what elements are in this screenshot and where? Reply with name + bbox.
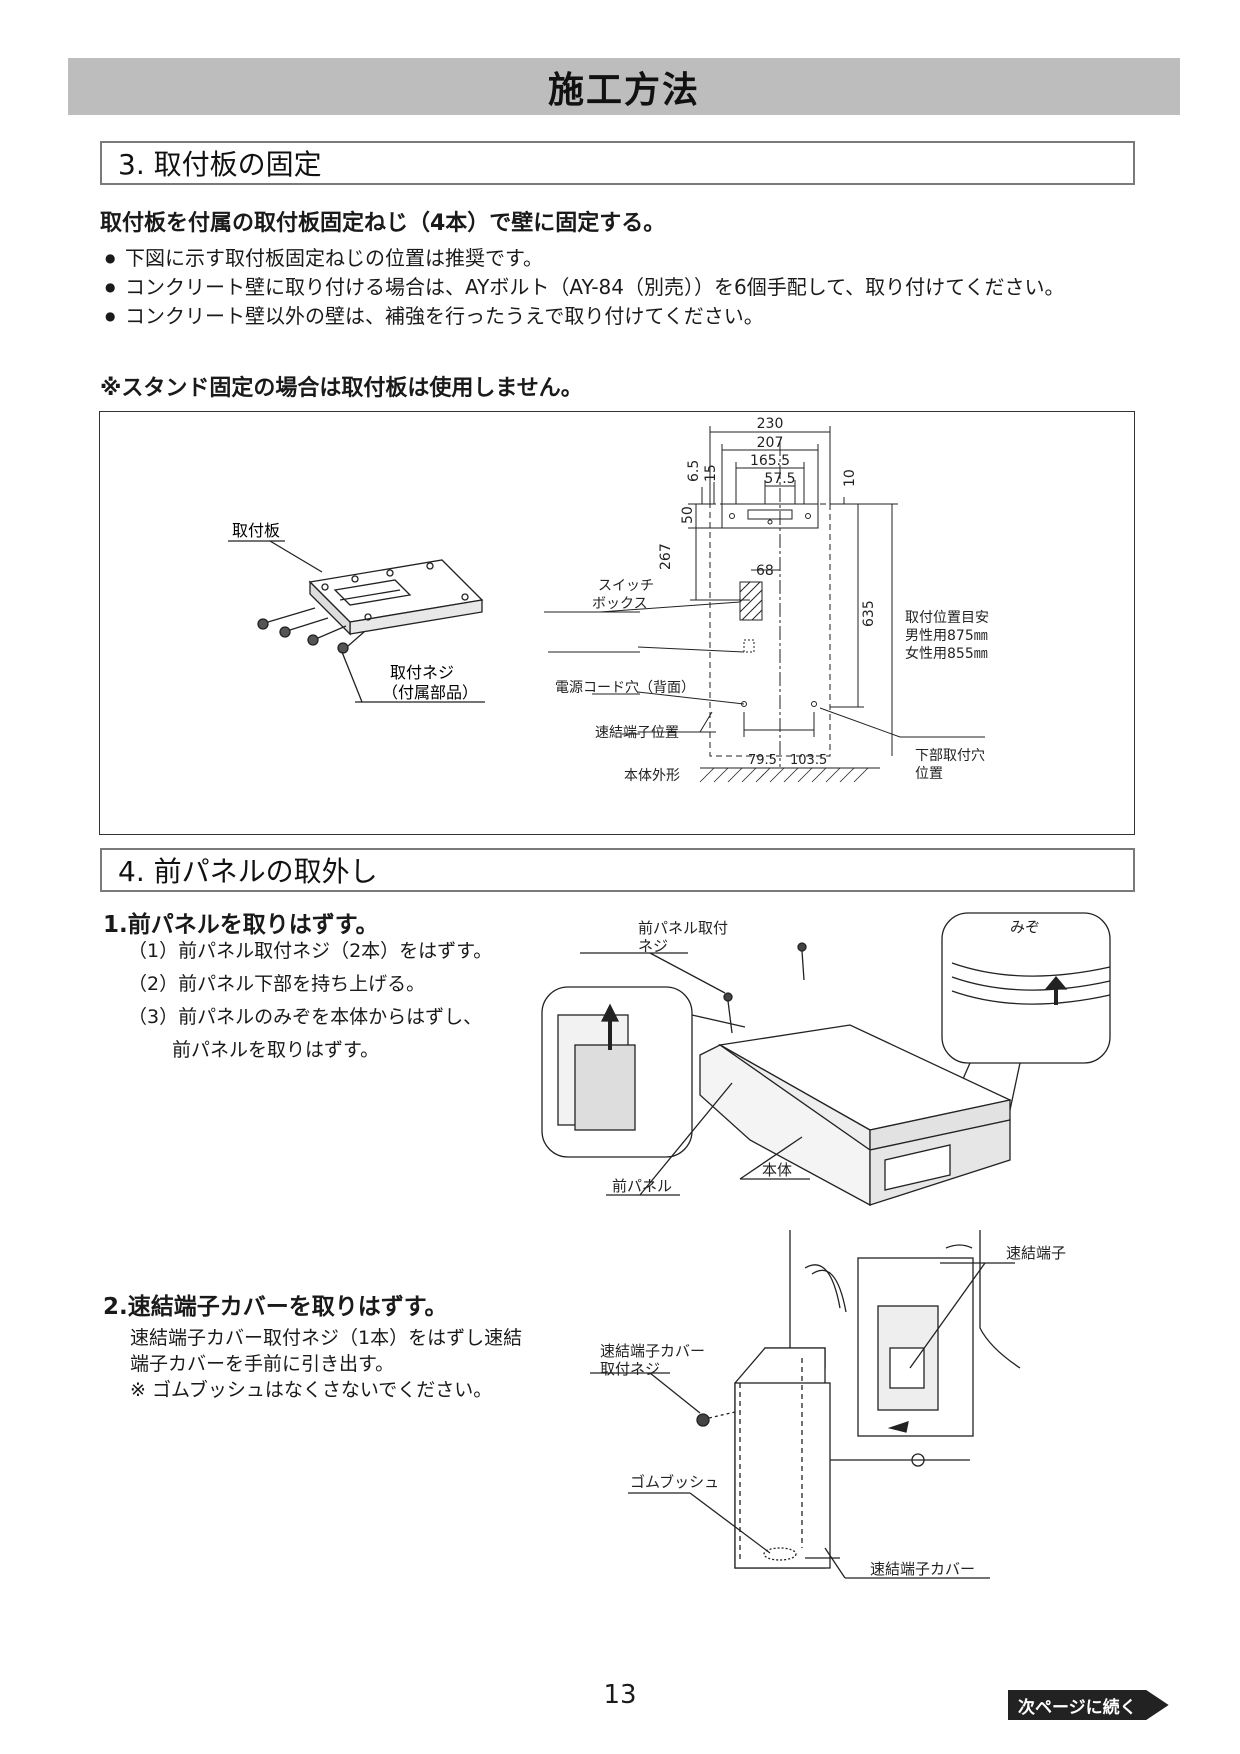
screw-label-sub: （付属部品）	[382, 683, 478, 702]
dim-267: 267	[658, 543, 674, 570]
terminal-cover-figure: 速結端子 速結端子カバー 取付ネジ ゴムブッシュ 速結端子カバー	[590, 1230, 1066, 1579]
dim-79-5: 79.5	[748, 753, 777, 768]
continue-next-page: 次ページに続く	[1008, 1690, 1169, 1720]
panel-screw-label: 前パネル取付	[638, 919, 728, 937]
step-item: （1）前パネル取付ネジ（2本）をはずす。	[128, 940, 493, 962]
lower-hole-label: 下部取付穴	[915, 748, 985, 764]
terminal-pos-label: 速結端子位置	[595, 725, 679, 741]
section-4-heading: 4. 前パネルの取外し	[100, 848, 1135, 892]
height-guide-label: 取付位置目安	[905, 610, 989, 626]
dim-103-5: 103.5	[790, 753, 827, 768]
desc-line: 端子カバーを手前に引き出す。	[130, 1353, 395, 1375]
bullet-item: コンクリート壁以外の壁は、補強を行ったうえで取り付けてください。	[103, 302, 1143, 331]
front-panel-removal-figure: 前パネル取付 ネジ みぞ 前パネル 本体	[541, 912, 1111, 1207]
dim-15: 15	[703, 464, 719, 482]
step-item: （2）前パネル下部を持ち上げる。	[128, 973, 426, 995]
step-2-title: 2.速結端子カバーを取りはずす。	[103, 1294, 448, 1320]
dim-230: 230	[757, 416, 784, 432]
switch-label: スイッチ	[598, 578, 654, 594]
lower-hole-label-2: 位置	[915, 766, 943, 782]
dim-165: 165.5	[750, 453, 790, 469]
cover-screw-label: 速結端子カバー	[600, 1342, 705, 1360]
dim-6-5: 6.5	[686, 460, 702, 482]
panel-screw-label-2: ネジ	[638, 937, 668, 955]
dim-207: 207	[757, 435, 784, 451]
page-header: 施工方法	[68, 58, 1180, 115]
desc-line: 速結端子カバー取付ネジ（1本）をはずし速結	[130, 1327, 523, 1349]
groove-label: みぞ	[1010, 918, 1040, 936]
terminal-cover-label: 速結端子カバー	[870, 1560, 975, 1578]
page-title: 施工方法	[547, 69, 700, 111]
step-1-title: 1.前パネルを取りはずす。	[103, 912, 379, 938]
cord-hole-label: 電源コード穴（背面）	[555, 680, 695, 696]
body-label: 本体	[762, 1161, 792, 1179]
front-panel-label: 前パネル	[612, 1177, 672, 1195]
step-2-description: 速結端子カバー取付ネジ（1本）をはずし速結 端子カバーを手前に引き出す。 ※ ゴ…	[130, 1325, 522, 1403]
mounting-plate-diagram: 取付板 取付ネジ （付属部品）	[228, 416, 989, 784]
page-number: 13	[603, 1680, 637, 1710]
section-3-bullets: 下図に示す取付板固定ねじの位置は推奨です。 コンクリート壁に取り付ける場合は、A…	[103, 244, 1143, 331]
dim-635: 635	[861, 600, 877, 627]
cover-screw-label-2: 取付ネジ	[600, 1360, 660, 1378]
screw-label: 取付ネジ	[390, 663, 454, 682]
rubber-bush-label: ゴムブッシュ	[630, 1473, 719, 1491]
dim-50: 50	[680, 506, 696, 524]
outline-label: 本体外形	[624, 768, 680, 784]
step-item: 前パネルを取りはずす。	[128, 1039, 380, 1061]
step-item: （3）前パネルのみぞを本体からはずし、	[128, 1006, 483, 1028]
section-3-note: ※スタンド固定の場合は取付板は使用しません。	[100, 376, 583, 401]
dim-68: 68	[756, 563, 774, 579]
dim-57: 57.5	[764, 471, 795, 487]
section-3-heading: 3. 取付板の固定	[100, 141, 1135, 185]
mounting-plate-figure: 取付板 取付ネジ （付属部品）	[99, 411, 1135, 835]
switch-label-2: ボックス	[592, 596, 648, 612]
desc-line: ※ ゴムブッシュはなくさないでください。	[130, 1379, 493, 1401]
step-1-list: （1）前パネル取付ネジ（2本）をはずす。 （2）前パネル下部を持ち上げる。 （3…	[128, 935, 492, 1067]
dim-10: 10	[842, 469, 858, 487]
terminal-label: 速結端子	[1006, 1244, 1066, 1262]
height-guide-female: 女性用855㎜	[905, 645, 988, 662]
bullet-item: コンクリート壁に取り付ける場合は、AYボルト（AY-84（別売））を6個手配して…	[103, 273, 1143, 302]
bullet-item: 下図に示す取付板固定ねじの位置は推奨です。	[103, 244, 1143, 273]
plate-label: 取付板	[232, 521, 280, 540]
height-guide-male: 男性用875㎜	[905, 628, 988, 644]
section-3-lead: 取付板を付属の取付板固定ねじ（4本）で壁に固定する。	[100, 211, 666, 236]
